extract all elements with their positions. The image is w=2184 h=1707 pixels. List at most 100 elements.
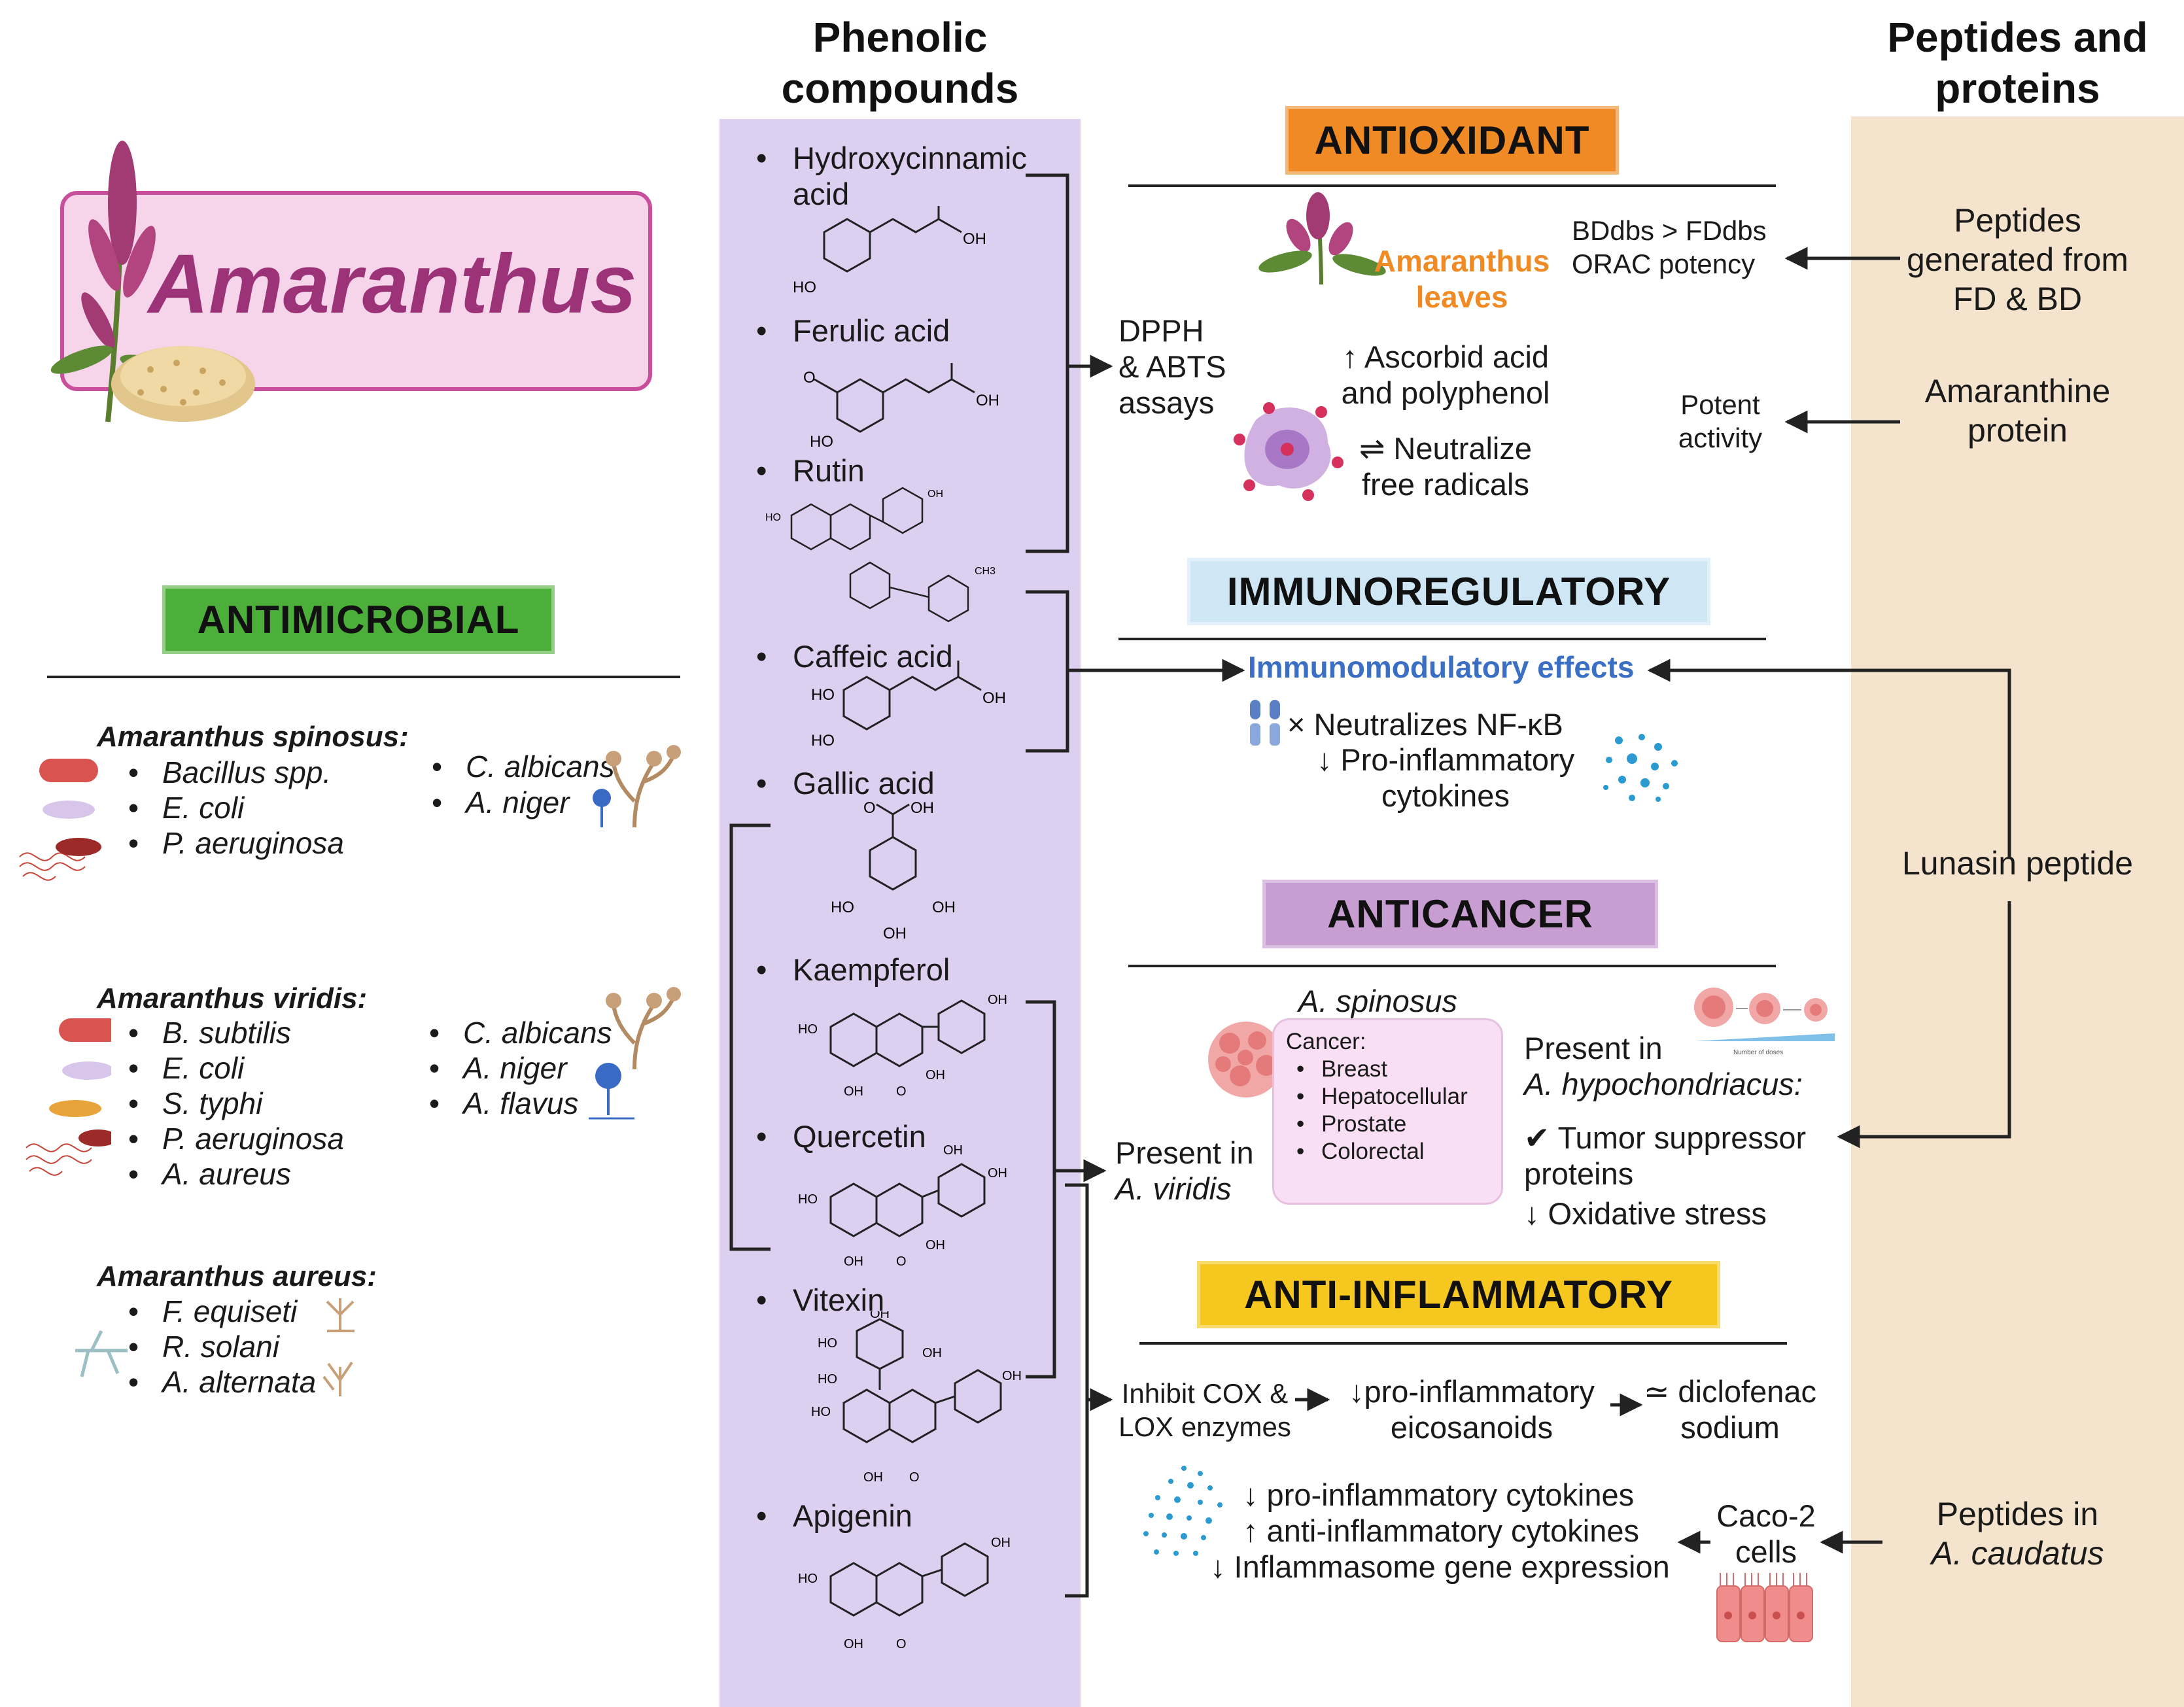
anticancer-rule: [1128, 965, 1776, 967]
spinosus-title: Amaranthus spinosus:: [97, 721, 409, 753]
aureus-fungi-icons: [322, 1298, 355, 1396]
chem-ho: HO: [818, 1336, 837, 1351]
antioxidant-label: ANTIOXIDANT: [1285, 106, 1619, 175]
compound-caffeic: Caffeic acid: [756, 638, 953, 674]
chem-oh: OH: [844, 1084, 863, 1099]
chem-oh: OH: [926, 1238, 945, 1252]
bracket-anticancer-compounds: [1026, 1000, 1056, 1379]
nfkb-text: × Neutralizes NF-κB: [1287, 707, 1563, 742]
chem-oh: OH: [991, 1536, 1011, 1550]
chem-o: O: [803, 369, 816, 387]
viridis-title: Amaranthus viridis:: [97, 982, 368, 1014]
anti-inflammatory-rule: [1139, 1342, 1787, 1345]
chem-ho: HO: [810, 433, 833, 451]
microbe-item: A. flavus: [429, 1086, 579, 1122]
hydroxycinnamic-acid-structure: HO OH: [793, 206, 986, 296]
chem-oh: OH: [1002, 1369, 1022, 1383]
aureus-title: Amaranthus aureus:: [97, 1260, 377, 1292]
compound-apigenin: Apigenin: [756, 1498, 912, 1534]
microbe-item: E. coli: [128, 1050, 244, 1086]
caffeic-acid-structure: HO HO OH: [811, 661, 1006, 750]
spinosus-fungi-icons: [593, 745, 681, 828]
amaranth-seed-pile-icon: [111, 346, 255, 422]
compound-gallic: Gallic acid: [756, 765, 935, 801]
compound-quercetin: Quercetin: [756, 1118, 926, 1154]
chem-oh: OH: [926, 1068, 945, 1082]
bracket-antioxidant-compounds: [1026, 173, 1069, 553]
cytokine-effects-text: ↓ pro-inflammatory cytokines ↑ anti-infl…: [1210, 1477, 1670, 1584]
compound-ferulic: Ferulic acid: [756, 313, 950, 349]
chem-oh: OH: [943, 1143, 963, 1158]
immunoregulatory-label: IMMUNOREGULATORY: [1187, 558, 1710, 625]
microbe-item: A. aureus: [128, 1156, 291, 1192]
receptor-icon: [1250, 700, 1280, 746]
microbe-item: Bacillus spp.: [128, 755, 331, 791]
microbe-item: A. niger: [429, 1050, 566, 1086]
kaempferol-structure: HO OH OH OH O: [798, 993, 1007, 1099]
chem-oh: OH: [932, 899, 956, 916]
chem-o: O: [896, 1637, 907, 1651]
chem-oh: OH: [963, 230, 986, 248]
number-of-doses-label: Number of doses: [1733, 1049, 1783, 1056]
cancer-item: Hepatocellular: [1296, 1083, 1501, 1111]
chem-o: O: [863, 801, 876, 817]
viridis-fungi-icons: [589, 987, 681, 1120]
chem-ho: HO: [798, 1192, 818, 1207]
compound-kaempferol: Kaempferol: [756, 952, 950, 988]
quercetin-structure: OH OH HO OH OH O: [798, 1143, 1007, 1269]
chem-ho: HO: [811, 686, 835, 704]
chem-oh: OH: [883, 925, 907, 942]
chem-ho: HO: [765, 512, 781, 523]
amaranthus-leaves-icon: [1258, 192, 1386, 285]
chem-oh: OH: [927, 489, 943, 500]
chem-oh: OH: [844, 1637, 863, 1651]
gallic-acid-structure: O OH HO OH OH: [831, 801, 956, 942]
arrow-lunasin-to-immuno: [1647, 659, 2011, 857]
cancer-item: Prostate: [1296, 1111, 1501, 1138]
chem-oh: OH: [988, 1166, 1007, 1181]
spinosus-anticancer-label: A. spinosus: [1298, 984, 1457, 1018]
cancer-types-box: Cancer: Breast Hepatocellular Prostate C…: [1272, 1018, 1503, 1205]
chem-oh: OH: [863, 1470, 883, 1485]
phenolic-column-title: Phenolic compounds: [781, 14, 1019, 112]
microbe-item: R. solani: [128, 1329, 279, 1365]
cancer-item: Breast: [1296, 1056, 1501, 1083]
caco2-cells-icon: [1716, 1573, 1813, 1642]
antimicrobial-rule: [47, 676, 680, 678]
cytokines-dots-icon: [1603, 734, 1678, 802]
chem-ho: HO: [818, 1372, 837, 1387]
immunomodulatory-effects-text: Immunomodulatory effects: [1248, 650, 1635, 684]
chem-oh: OH: [910, 801, 934, 817]
chem-o: O: [896, 1084, 907, 1099]
cancer-list: Breast Hepatocellular Prostate Colorecta…: [1296, 1056, 1501, 1165]
chem-ho: HO: [798, 1022, 818, 1037]
anticancer-label: ANTICANCER: [1262, 880, 1658, 948]
microbe-item: E. coli: [128, 790, 244, 826]
chem-ch3: CH3: [975, 566, 996, 577]
microbe-item: A. niger: [432, 785, 569, 821]
cancer-item: Colorectal: [1296, 1138, 1501, 1165]
peptides-column-background: [1851, 116, 2184, 1707]
cytokine-cloud-icon: [1143, 1466, 1222, 1556]
tumor-shrinkage-icon: Number of doses: [1694, 988, 1835, 1056]
cancer-label: Cancer:: [1286, 1029, 1366, 1054]
chem-oh: OH: [870, 1311, 890, 1321]
chem-oh: OH: [988, 993, 1007, 1007]
antioxidant-rule: [1128, 184, 1776, 187]
inhibit-cox-lox-text: Inhibit COX &LOX enzymes: [1118, 1378, 1291, 1442]
lunasin-peptide-text: Lunasin peptide: [1901, 845, 2134, 882]
anti-inflammatory-label: ANTI-INFLAMMATORY: [1197, 1261, 1720, 1328]
